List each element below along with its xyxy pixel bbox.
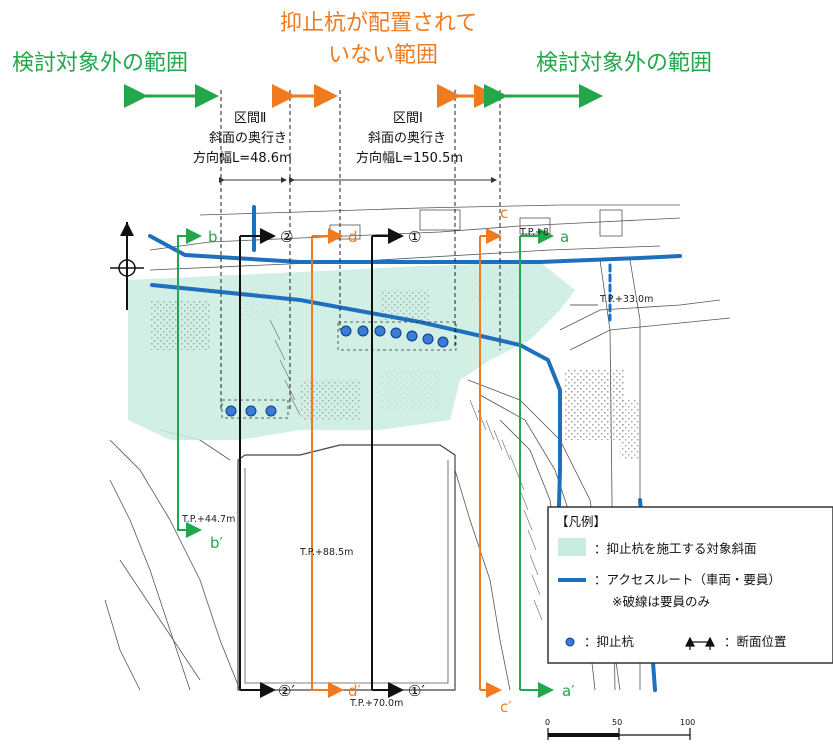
section-line-a: [519, 228, 554, 698]
pile: [340, 325, 352, 337]
scale-tick-50: 50: [612, 718, 622, 727]
legend-section-item: ：断面位置: [724, 634, 787, 649]
section2-width-label: 方向幅L=48.6m: [193, 150, 292, 166]
legend: 【凡例】 ：抑止杭を施工する対象斜面 ：アクセスルート（車両・要員） ※破線は要…: [547, 506, 833, 664]
legend-slope-item: ：抑止杭を施工する対象斜面: [594, 541, 757, 556]
section1-depth-label: 斜面の奥行き: [368, 131, 446, 146]
section1-width-label: 方向幅L=150.5m: [356, 150, 463, 166]
mark-2-top: ②: [280, 228, 293, 246]
legend-slope-swatch: [558, 538, 586, 556]
heading-left-out-of-scope: 検討対象外の範囲: [12, 51, 188, 76]
guide-lines: [220, 90, 501, 410]
mark-d-top: d: [348, 228, 358, 246]
pile: [245, 405, 257, 417]
scale-tick-100: 100: [680, 718, 695, 727]
section-line-1: [371, 228, 404, 698]
piles-section1: [340, 325, 449, 348]
elevation-tp-bottom: T.P.+70.0m: [349, 698, 403, 709]
section-line-2: [239, 228, 276, 698]
pile: [390, 327, 402, 339]
mark-2-bottom: ②′: [278, 682, 295, 700]
section-line-c: [479, 228, 502, 698]
mark-d-bottom: d′: [348, 682, 362, 700]
access-route-upper: [148, 234, 682, 264]
north-arrow: [110, 222, 144, 310]
pile: [422, 333, 434, 345]
pile: [374, 325, 386, 337]
pile: [357, 325, 369, 337]
legend-pile-item: ：抑止杭: [584, 634, 635, 649]
legend-route-item: ：アクセスルート（車両・要員）: [594, 572, 781, 587]
pile-zone-outlines: [221, 321, 457, 419]
section2-title: 区間Ⅱ: [234, 111, 266, 126]
elevation-tp-upper-right: T.P.+33.0m: [599, 294, 653, 305]
access-route-diagonal: [150, 283, 562, 542]
legend-route-note: ※破線は要員のみ: [612, 594, 710, 609]
legend-title: 【凡例】: [556, 514, 606, 529]
hachure-slope-right: [269, 319, 543, 621]
mark-c-bottom: c′: [500, 698, 512, 716]
mark-c-top: c: [500, 204, 508, 222]
heading-no-piles-line1: 抑止杭が配置されて: [280, 11, 477, 36]
pile: [437, 336, 449, 348]
section1-title: 区間Ⅰ: [393, 111, 423, 126]
pile: [265, 405, 277, 417]
scale-bar: 0 50 100: [545, 718, 695, 740]
mark-a-top: a: [560, 228, 569, 246]
section2-depth-label: 斜面の奥行き: [209, 131, 287, 146]
mark-b-bottom: b′: [210, 534, 224, 552]
section-line-d: [311, 228, 344, 698]
heading-right-out-of-scope: 検討対象外の範囲: [536, 51, 712, 76]
mark-1-bottom: ①′: [408, 682, 425, 700]
elevation-tp-center: T.P.+88.5m: [299, 547, 353, 558]
scale-tick-0: 0: [545, 718, 550, 727]
mark-1-top: ①: [408, 228, 421, 246]
elevation-tp-top-partial: T.P.+8: [519, 227, 549, 238]
mark-a-bottom: a′: [562, 682, 575, 700]
mark-b-top: b: [208, 228, 218, 246]
pile: [225, 405, 237, 417]
elevation-tp-left: T.P.+44.7m: [181, 514, 235, 525]
pile: [406, 330, 418, 342]
heading-no-piles-line2: いない範囲: [328, 43, 438, 68]
legend-pile-swatch: [565, 637, 575, 647]
section-line-b: [177, 228, 202, 538]
legend-section-swatch: [685, 636, 715, 650]
piles-section2: [225, 405, 277, 417]
